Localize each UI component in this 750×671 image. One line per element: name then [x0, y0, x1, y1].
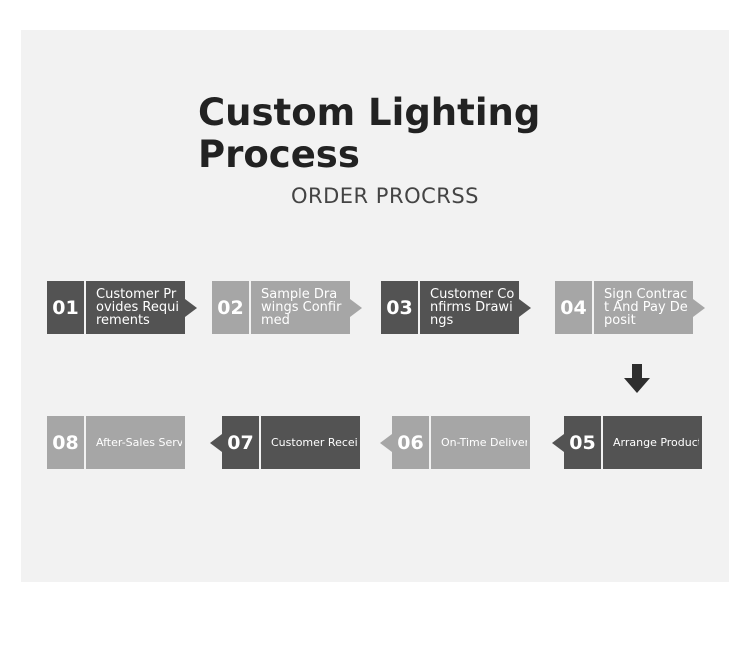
arrow-left-icon — [210, 434, 222, 452]
step-number: 01 — [52, 296, 79, 319]
step-label: Customer Receives Goods — [271, 436, 357, 449]
step-04: 04 Sign Contract And Pay Deposit — [555, 281, 705, 334]
step-label: Sample Drawings Confirmed — [261, 287, 342, 328]
arrow-left-icon — [380, 434, 392, 452]
step-07: 07 Customer Receives Goods — [210, 416, 360, 469]
step-label: Arrange Production — [613, 436, 699, 449]
step-number: 04 — [560, 296, 587, 319]
step-divider — [429, 416, 431, 469]
step-03: 03 Customer Confirms Drawings — [381, 281, 531, 334]
step-number: 07 — [227, 431, 254, 454]
step-number: 03 — [386, 296, 413, 319]
arrow-right-icon — [519, 299, 531, 317]
arrow-right-icon — [350, 299, 362, 317]
step-02: 02 Sample Drawings Confirmed — [212, 281, 362, 334]
step-06: 06 On-Time Delivery — [380, 416, 530, 469]
step-label: Customer Confirms Drawings — [430, 287, 515, 328]
arrow-right-icon — [693, 299, 705, 317]
step-divider — [418, 281, 420, 334]
step-divider — [249, 281, 251, 334]
page-title: Custom Lighting Process — [198, 91, 541, 176]
arrow-down-icon — [624, 364, 650, 393]
step-05: 05 Arrange Production — [552, 416, 702, 469]
step-label: After-Sales Service — [96, 436, 182, 449]
step-01: 01 Customer Provides Requirements — [47, 281, 197, 334]
step-number: 06 — [397, 431, 424, 454]
step-label: On-Time Delivery — [441, 436, 527, 449]
step-divider — [84, 281, 86, 334]
arrow-left-icon — [552, 434, 564, 452]
page-subtitle: ORDER PROCRSS — [290, 184, 480, 208]
step-label: Sign Contract And Pay Deposit — [604, 287, 688, 328]
step-divider — [259, 416, 261, 469]
arrow-right-icon — [185, 299, 197, 317]
step-number: 05 — [569, 431, 596, 454]
step-08: 08 After-Sales Service — [47, 416, 185, 469]
step-number: 08 — [52, 431, 79, 454]
step-number: 02 — [217, 296, 244, 319]
step-divider — [601, 416, 603, 469]
step-label: Customer Provides Requirements — [96, 287, 179, 328]
step-divider — [592, 281, 594, 334]
step-divider — [84, 416, 86, 469]
